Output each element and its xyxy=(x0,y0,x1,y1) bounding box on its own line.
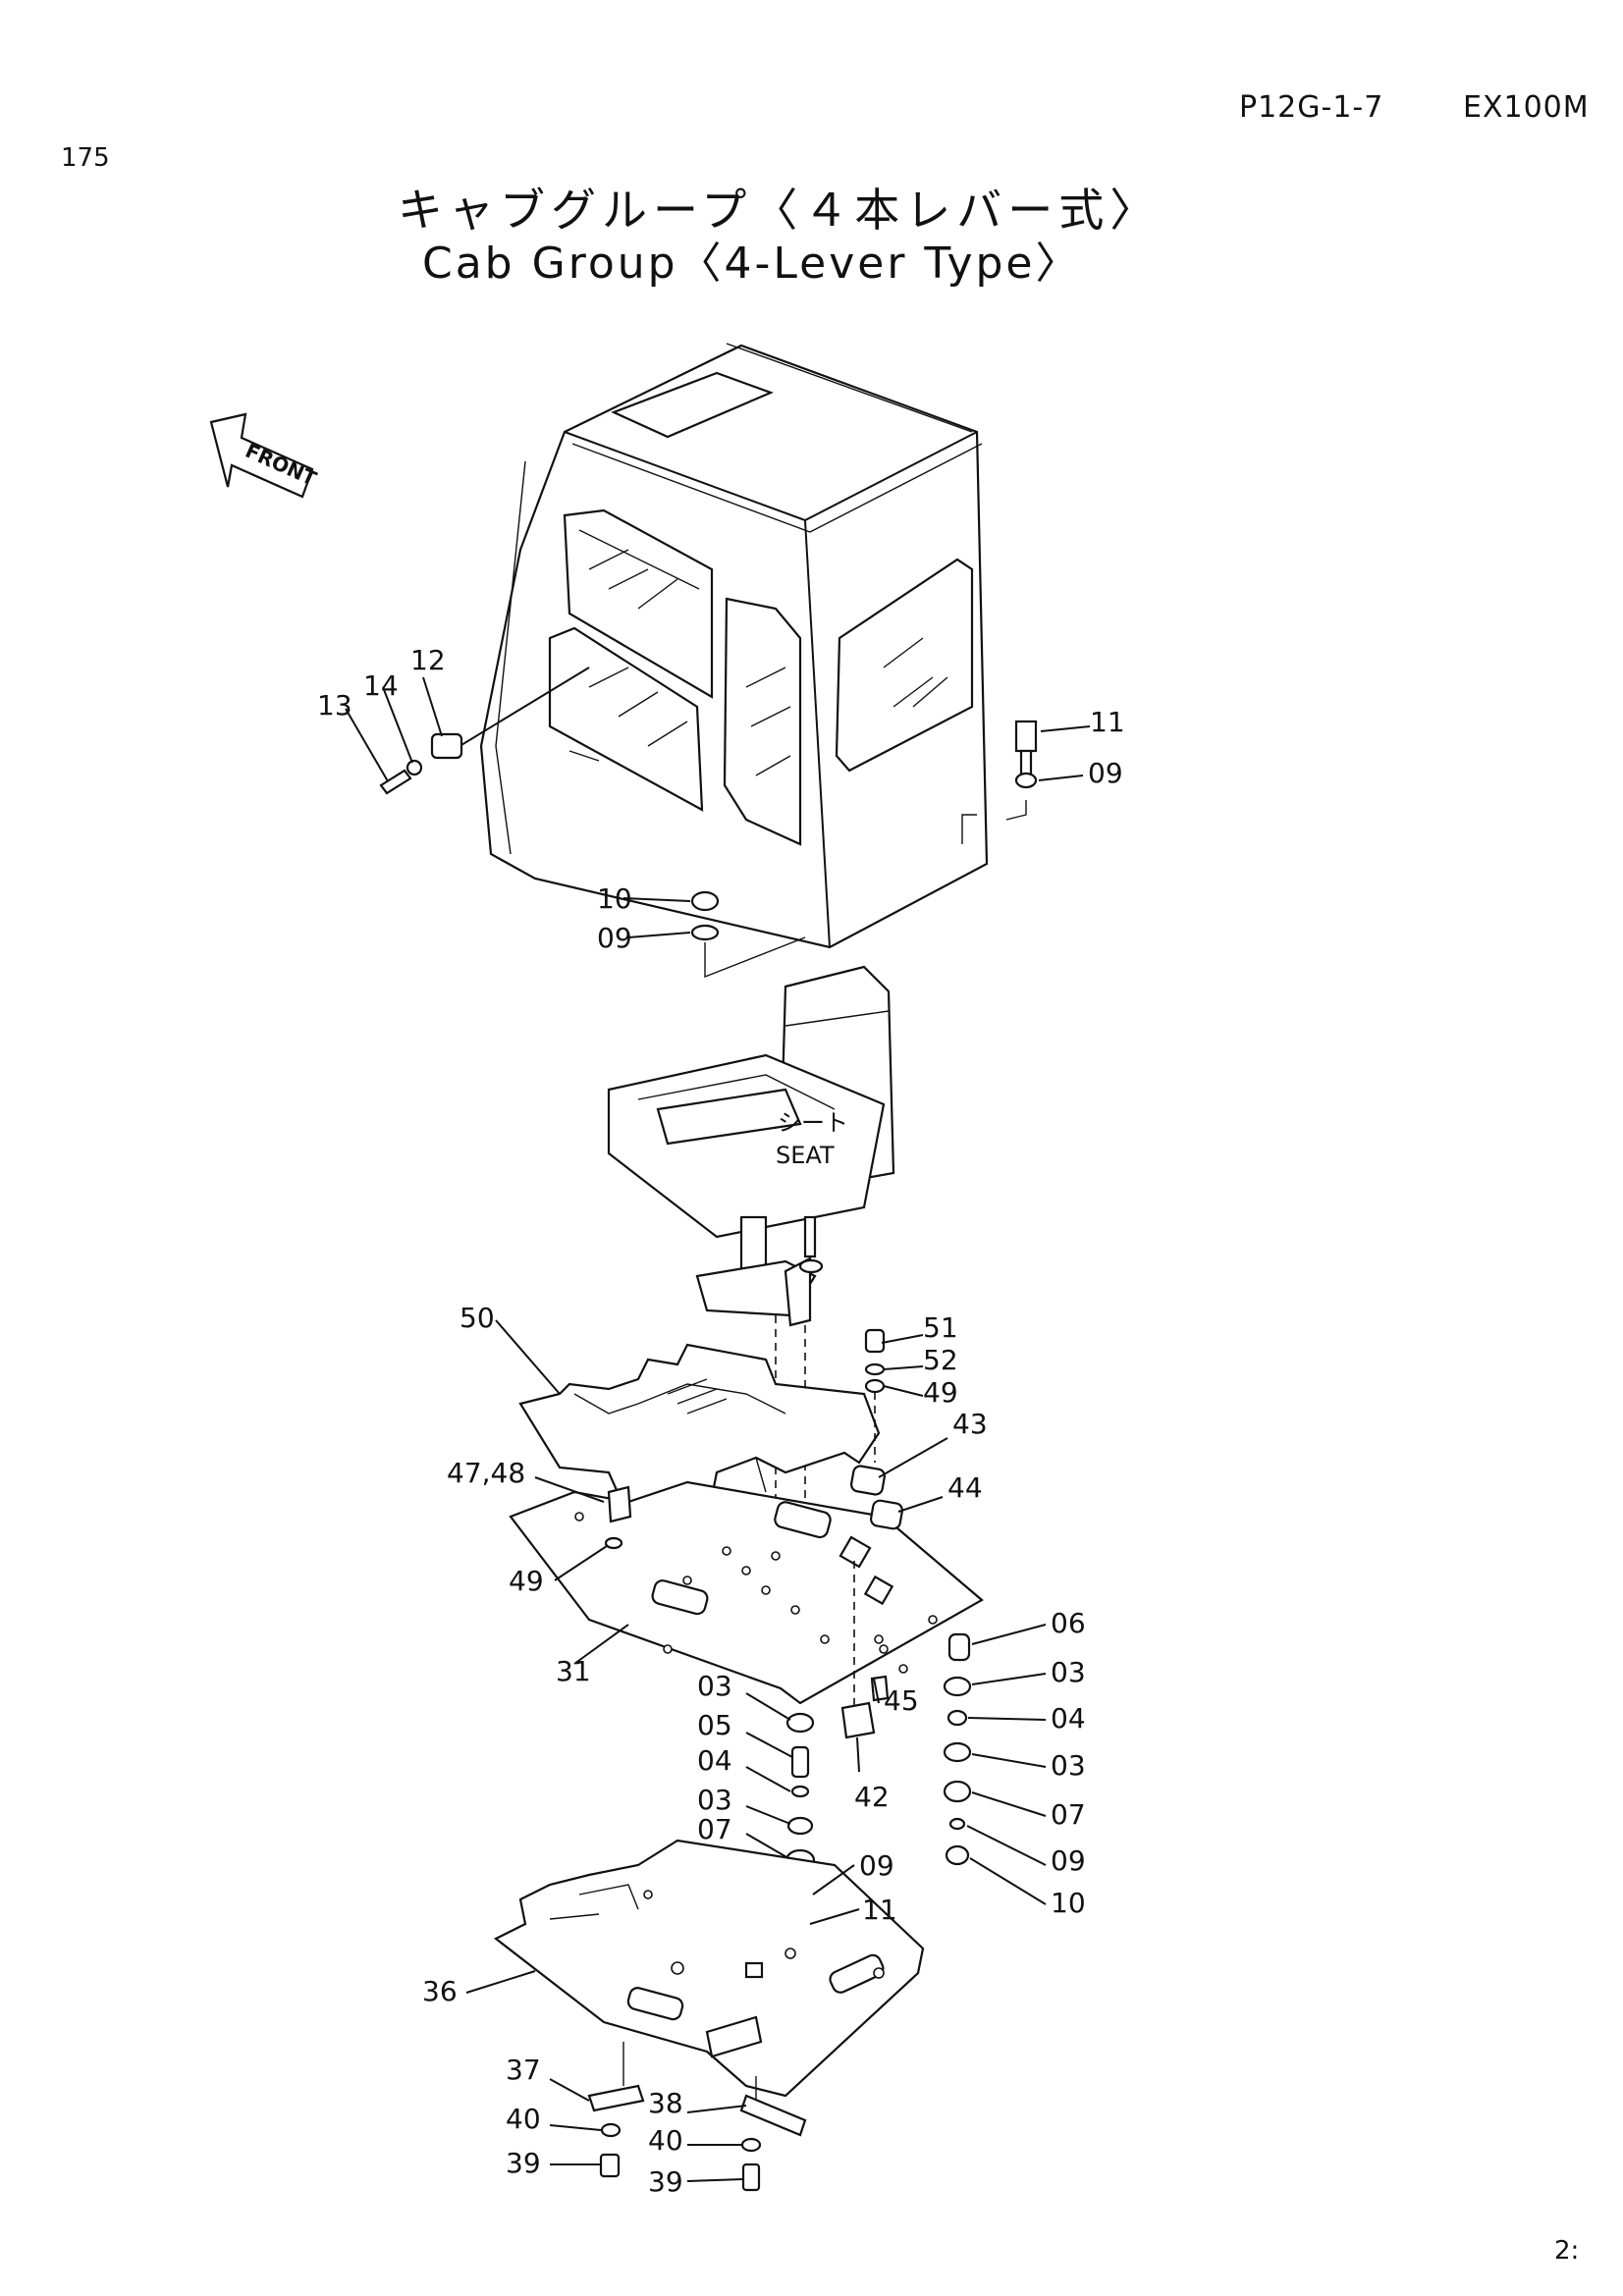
callout-04-left: 04 xyxy=(697,1744,732,1777)
callout-50: 50 xyxy=(460,1302,495,1334)
callout-37: 37 xyxy=(506,2054,541,2086)
mount-stack-right xyxy=(943,1632,972,1866)
callout-45: 45 xyxy=(884,1684,919,1717)
callout-11-top: 11 xyxy=(1090,706,1125,738)
callout-40-right: 40 xyxy=(648,2124,683,2157)
callout-43: 43 xyxy=(952,1408,988,1440)
callout-06: 06 xyxy=(1051,1607,1086,1639)
model-name: EX100M xyxy=(1463,90,1590,125)
title-japanese: キャブグループ〈４本レバー式〉 xyxy=(398,184,1162,237)
front-arrow-icon: FRONT xyxy=(209,412,320,499)
callout-38: 38 xyxy=(648,2087,683,2119)
callout-52: 52 xyxy=(923,1344,958,1376)
seat-label-en: SEAT xyxy=(776,1142,835,1169)
callout-12: 12 xyxy=(410,644,446,676)
screw-part-13 xyxy=(379,769,412,795)
cab-mount-nut-washer xyxy=(622,890,806,979)
callout-13: 13 xyxy=(317,689,352,721)
callout-14: 14 xyxy=(363,669,399,702)
callout-labels: 12 14 13 11 09 10 09 50 51 52 49 43 44 4… xyxy=(317,644,1125,2198)
callout-40-left: 40 xyxy=(506,2103,541,2135)
callout-36: 36 xyxy=(422,1975,458,2007)
floor-plate-31 xyxy=(509,1480,984,1705)
callout-03-right-a: 03 xyxy=(1051,1656,1086,1688)
operator-seat: シート SEAT xyxy=(607,965,895,1571)
callout-10-bottom: 10 xyxy=(1051,1887,1086,1919)
callout-09-cab: 09 xyxy=(597,922,632,954)
callout-03-right-b: 03 xyxy=(1051,1749,1086,1782)
leader-lines xyxy=(465,1319,1047,2182)
page-number: 175 xyxy=(61,143,110,173)
cab-body xyxy=(479,343,989,949)
callout-03-left-a: 03 xyxy=(697,1670,732,1702)
callout-07-right: 07 xyxy=(1051,1798,1086,1831)
callout-07-left: 07 xyxy=(697,1813,732,1845)
callout-09-top: 09 xyxy=(1088,757,1123,789)
base-plate-36 xyxy=(493,1839,925,2098)
grommets-and-fasteners xyxy=(604,1328,904,1739)
title-english: Cab Group〈4-Lever Type〉 xyxy=(422,239,1082,289)
callout-39-left: 39 xyxy=(506,2147,541,2179)
callout-44: 44 xyxy=(947,1471,983,1504)
page-code: P12G-1-7 xyxy=(1239,90,1384,125)
callout-09-right: 09 xyxy=(1051,1844,1086,1877)
callout-49-left: 49 xyxy=(509,1565,544,1597)
callout-47-48: 47,48 xyxy=(447,1457,525,1489)
corner-page-number: 2: xyxy=(1554,2236,1580,2266)
callout-42: 42 xyxy=(854,1781,890,1813)
handle-part-12 xyxy=(430,732,463,760)
washer-part-14 xyxy=(406,759,423,776)
callout-49-top: 49 xyxy=(923,1376,958,1409)
callout-04-right: 04 xyxy=(1051,1702,1086,1735)
cab-mount-bolts-right xyxy=(1005,720,1091,821)
callout-39-right: 39 xyxy=(648,2165,683,2198)
seat-label-jp: シート xyxy=(778,1109,848,1137)
callout-03-left-b: 03 xyxy=(697,1784,732,1816)
callout-31: 31 xyxy=(556,1655,591,1687)
callout-05: 05 xyxy=(697,1709,732,1741)
callout-11-bottom: 11 xyxy=(862,1894,897,1926)
callout-51: 51 xyxy=(923,1311,958,1344)
door-handle-parts xyxy=(345,667,590,795)
callout-10-top: 10 xyxy=(597,882,632,915)
callout-09-left: 09 xyxy=(859,1849,894,1882)
